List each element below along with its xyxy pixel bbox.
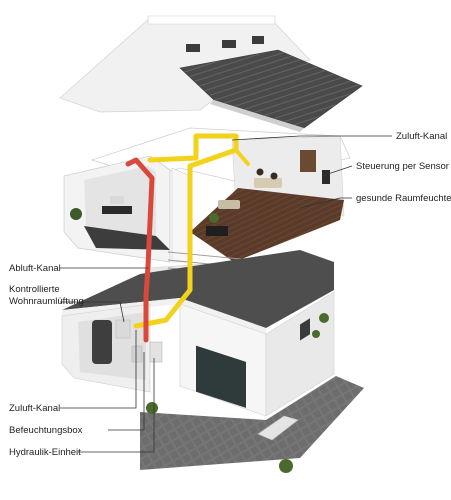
label-zuluft-kanal-bottom: Zuluft-Kanal <box>9 403 60 414</box>
abluft-duct <box>125 157 155 343</box>
living-plant <box>209 213 219 223</box>
label-abluft-kanal: Abluft-Kanal <box>9 263 61 274</box>
terrace-pavers <box>140 376 364 470</box>
dormer-window <box>186 44 200 52</box>
ground-side-wall <box>265 291 335 417</box>
side-planter <box>312 330 320 338</box>
wall-sensor-panel <box>322 170 330 184</box>
leader-raumfeuchte <box>299 197 352 209</box>
label-befeuchtungsbox: Befeuchtungsbox <box>9 425 83 436</box>
ventilation-unit <box>115 319 131 339</box>
hot-water-storage-tank <box>92 320 112 364</box>
terrace <box>140 313 364 473</box>
leader-lines <box>60 135 392 453</box>
sofa <box>254 178 282 188</box>
dormer-window <box>252 36 264 44</box>
label-kwl-line2: Wohnraumlüftung <box>9 296 84 307</box>
side-planter <box>319 313 329 323</box>
armchair <box>218 200 240 209</box>
roof-edge <box>210 100 304 132</box>
zuluft-duct-branch <box>234 148 250 166</box>
bookshelf <box>300 150 316 172</box>
roof-dormer-windows <box>186 36 264 52</box>
roof-fascia <box>147 15 276 25</box>
label-hydraulik-einheit: Hydraulik-Einheit <box>9 447 81 458</box>
label-gesunde-raumfeuchte: gesunde Raumfeuchte <box>356 193 451 204</box>
upper-floor <box>63 127 351 321</box>
ground-roof-slab <box>62 250 334 328</box>
dormer-window <box>222 40 236 48</box>
leader-befeuchtungsbox <box>108 352 145 431</box>
bathroom-plant <box>70 208 82 220</box>
entry-planter <box>146 402 158 414</box>
air-ducts <box>125 133 250 343</box>
person <box>270 172 278 180</box>
bathroom-vanity <box>102 206 132 214</box>
leader-zuluft-bottom <box>60 330 137 409</box>
bathroom-mirror <box>110 196 124 204</box>
side-table <box>206 226 228 236</box>
ground-floor <box>61 250 335 417</box>
hydraulic-unit <box>149 341 163 363</box>
label-zuluft-kanal-top: Zuluft-Kanal <box>396 131 447 142</box>
side-window <box>300 318 310 341</box>
living-front-wall <box>171 167 191 263</box>
living-floor <box>190 188 344 262</box>
roof-tile-surface <box>179 49 363 129</box>
leader-zuluft-top <box>231 135 392 141</box>
leader-hydraulik <box>78 358 155 453</box>
lounge-chair <box>257 415 299 441</box>
humidification-box <box>131 345 143 363</box>
patio-door-glass <box>196 345 246 408</box>
label-kwl-line1: Kontrollierte <box>9 284 60 295</box>
terrace-planter <box>279 459 293 473</box>
roof <box>59 15 363 132</box>
person <box>256 168 264 176</box>
leader-kwl <box>60 301 125 323</box>
ground-roof-rim <box>62 298 266 334</box>
callout-labels: Zuluft-Kanal Steuerung per Sensor gesund… <box>9 131 451 458</box>
leader-steuerung <box>321 165 353 177</box>
label-steuerung-per-sensor: Steuerung per Sensor <box>356 161 449 172</box>
